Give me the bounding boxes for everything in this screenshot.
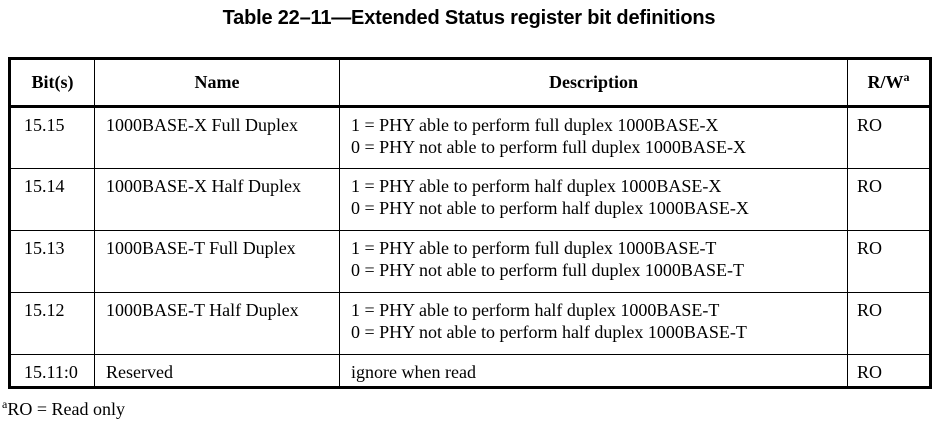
table-row: 15.13 1000BASE-T Full Duplex 1 = PHY abl… [9, 230, 931, 293]
bits-cell: 15.15 [9, 106, 95, 169]
name-cell: 1000BASE-T Full Duplex [94, 230, 340, 293]
description-line: 0 = PHY not able to perform full duplex … [351, 260, 744, 280]
description-line: 0 = PHY not able to perform full duplex … [351, 137, 746, 157]
description-cell: ignore when read [339, 354, 848, 388]
table-header: Bit(s) Name Description R/Wa [9, 58, 931, 108]
table-row: 15.15 1000BASE-X Full Duplex 1 = PHY abl… [9, 106, 931, 169]
table-row: 15.12 1000BASE-T Half Duplex 1 = PHY abl… [9, 292, 931, 355]
extended-status-table: Bit(s) Name Description R/Wa 15.15 1000B… [8, 57, 932, 389]
rw-cell: RO [847, 106, 931, 169]
description-cell: 1 = PHY able to perform half duplex 1000… [339, 168, 848, 231]
rw-cell: RO [847, 354, 931, 388]
bits-cell: 15.12 [9, 292, 95, 355]
column-header-name: Name [94, 58, 340, 108]
bits-cell: 15.14 [9, 168, 95, 231]
description-line: 1 = PHY able to perform full duplex 1000… [351, 115, 719, 135]
name-cell: 1000BASE-T Half Duplex [94, 292, 340, 355]
rw-cell: RO [847, 292, 931, 355]
description-line: 1 = PHY able to perform half duplex 1000… [351, 176, 722, 196]
column-header-description: Description [339, 58, 848, 108]
footnote-marker: a [2, 397, 8, 411]
rw-footnote-marker: a [903, 70, 910, 84]
table-row: 15.14 1000BASE-X Half Duplex 1 = PHY abl… [9, 168, 931, 231]
name-cell: 1000BASE-X Full Duplex [94, 106, 340, 169]
description-cell: 1 = PHY able to perform full duplex 1000… [339, 230, 848, 293]
name-cell: 1000BASE-X Half Duplex [94, 168, 340, 231]
description-line: 1 = PHY able to perform half duplex 1000… [351, 300, 720, 320]
bits-cell: 15.11:0 [9, 354, 95, 388]
column-header-rw: R/Wa [847, 58, 931, 108]
description-line: 0 = PHY not able to perform half duplex … [351, 322, 747, 342]
table-body: 15.15 1000BASE-X Full Duplex 1 = PHY abl… [9, 106, 931, 388]
column-header-bits: Bit(s) [9, 58, 95, 108]
description-cell: 1 = PHY able to perform full duplex 1000… [339, 106, 848, 169]
description-line: ignore when read [351, 362, 476, 382]
table-row: 15.11:0 Reserved ignore when read RO [9, 354, 931, 388]
rw-cell: RO [847, 230, 931, 293]
name-cell: Reserved [94, 354, 340, 388]
table-title: Table 22–11—Extended Status register bit… [222, 7, 716, 29]
rw-cell: RO [847, 168, 931, 231]
description-cell: 1 = PHY able to perform half duplex 1000… [339, 292, 848, 355]
bits-cell: 15.13 [9, 230, 95, 293]
footnote: aRO = Read only [2, 397, 125, 420]
footnote-text: RO = Read only [7, 399, 125, 419]
header-row: Bit(s) Name Description R/Wa [9, 58, 931, 108]
rw-header-label: R/W [867, 72, 904, 92]
description-line: 1 = PHY able to perform full duplex 1000… [351, 238, 717, 258]
description-line: 0 = PHY not able to perform half duplex … [351, 198, 749, 218]
